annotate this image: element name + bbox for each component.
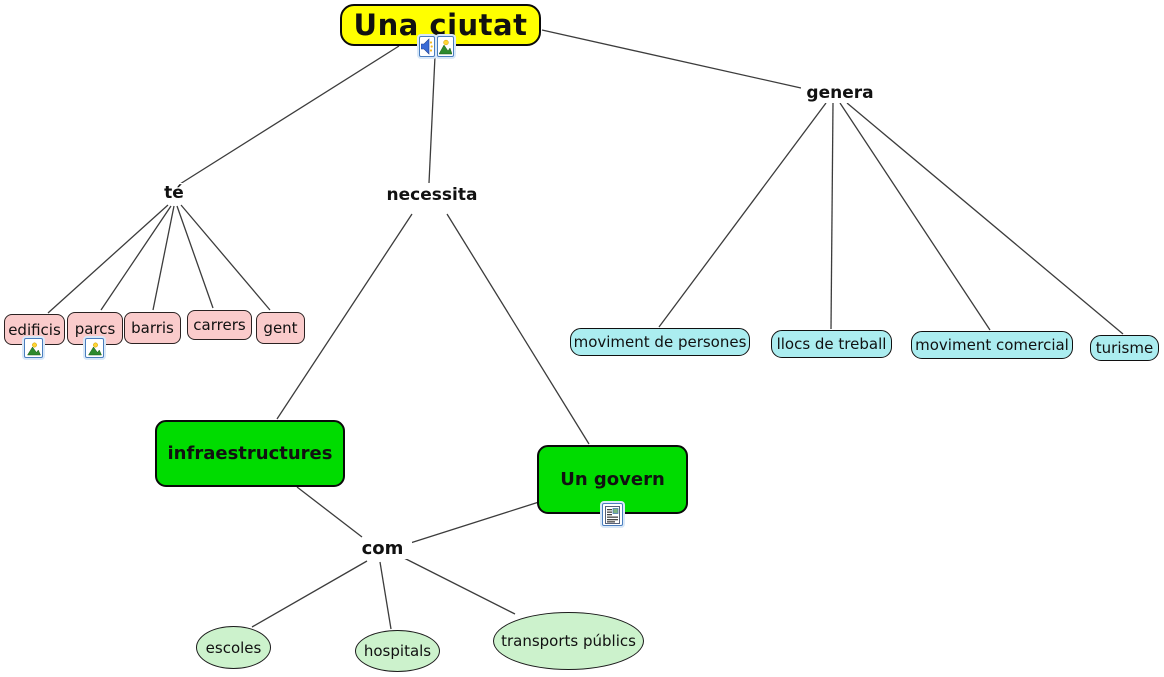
concept-hospitals[interactable]: hospitals — [355, 630, 440, 672]
concept-moviment-comercial[interactable]: moviment comercial — [911, 331, 1073, 359]
concept-infraestructures[interactable]: infraestructures — [155, 420, 345, 487]
concept-edificis[interactable]: edificis — [4, 314, 65, 345]
link-label-necessita[interactable]: necessita — [384, 185, 480, 205]
concept-escoles[interactable]: escoles — [196, 626, 271, 669]
concept-carrers[interactable]: carrers — [187, 310, 252, 340]
concept-turisme[interactable]: turisme — [1090, 335, 1159, 361]
concept-llocs-de-treball[interactable]: llocs de treball — [771, 330, 892, 358]
document-icon[interactable] — [602, 503, 623, 526]
link-label-com[interactable]: com — [353, 538, 412, 559]
link-label-te[interactable]: té — [150, 183, 198, 203]
picture-icon[interactable] — [437, 36, 454, 57]
picture-icon-glyph — [439, 38, 452, 55]
concept-transports-publics[interactable]: transports públics — [493, 612, 644, 670]
concept-moviment-de-persones[interactable]: moviment de persones — [570, 328, 750, 356]
speaker-icon-glyph — [421, 38, 433, 55]
speaker-icon[interactable] — [419, 36, 435, 57]
concept-barris[interactable]: barris — [124, 312, 181, 344]
link-label-genera[interactable]: genera — [801, 83, 879, 103]
concept-gent[interactable]: gent — [256, 312, 305, 344]
concept-un-govern[interactable]: Un govern — [537, 445, 688, 514]
picture-icon-glyph — [87, 340, 102, 356]
document-icon-glyph — [605, 505, 620, 524]
picture-icon-glyph — [26, 340, 41, 356]
picture-icon[interactable] — [24, 338, 43, 358]
picture-icon[interactable] — [85, 338, 104, 358]
